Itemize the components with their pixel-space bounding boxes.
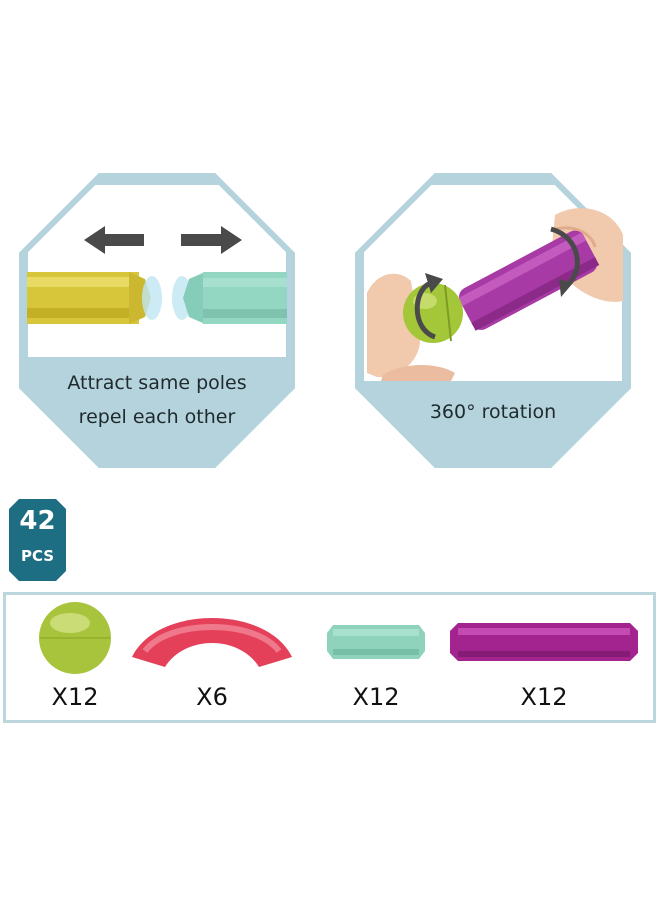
teal-rod-icon — [172, 272, 287, 324]
piece-count-badge: 42 PCS — [9, 499, 66, 581]
piece-count: X12 — [352, 683, 400, 711]
piece-count: X12 — [51, 683, 99, 711]
piece-count: X12 — [520, 683, 568, 711]
red-curved-connector-icon — [132, 618, 292, 667]
piece-ball: X12 — [20, 595, 130, 720]
caption-line-1: Attract same poles — [67, 372, 247, 394]
magenta-long-rod-icon — [450, 623, 638, 661]
badge-number: 42 — [19, 506, 56, 536]
magnet-poles-panel: Attract same poles repel each other — [19, 173, 295, 468]
arrow-right-icon — [181, 226, 242, 254]
piece-long-rod: X12 — [444, 595, 644, 720]
teal-short-rod-icon — [327, 625, 425, 659]
caption-line-1: 360° rotation — [429, 401, 557, 423]
green-ball-icon — [39, 602, 111, 674]
magenta-rod-icon — [458, 230, 600, 331]
badge-unit: PCS — [20, 547, 55, 565]
arrow-left-icon — [84, 226, 144, 254]
piece-curve: X6 — [127, 595, 297, 720]
rotate-arrow-icon — [414, 226, 580, 340]
caption-line-2: repel each other — [78, 406, 236, 428]
pieces-strip: X12 X6 X12 X12 — [3, 592, 656, 723]
yellow-rod-icon — [27, 272, 162, 324]
rotation-panel: 360° rotation — [355, 173, 631, 468]
piece-count: X6 — [196, 683, 228, 711]
piece-short-rod: X12 — [311, 595, 441, 720]
